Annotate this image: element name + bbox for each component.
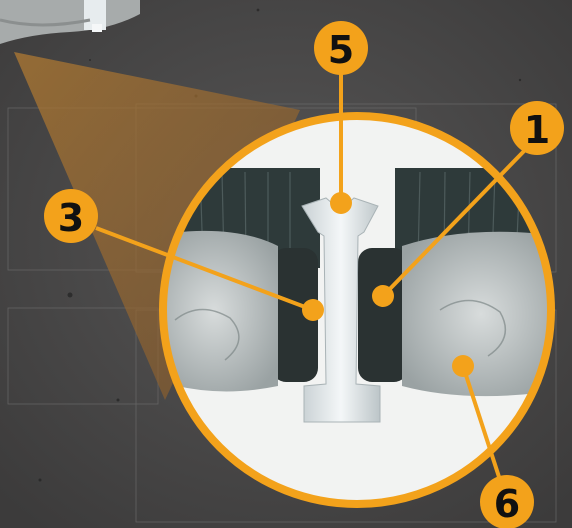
callout-6: 6: [480, 475, 534, 528]
callout-number: 6: [494, 482, 520, 526]
callout-1: 1: [510, 101, 564, 155]
rubber-core-right: [358, 248, 408, 382]
dot-5: [330, 192, 352, 214]
callout-5: 5: [314, 21, 368, 75]
dot-6: [452, 355, 474, 377]
dot-1: [372, 285, 394, 307]
callout-number: 3: [58, 196, 84, 240]
callout-3: 3: [44, 189, 98, 243]
callout-number: 1: [524, 108, 550, 152]
dot-3: [302, 299, 324, 321]
callout-number: 5: [328, 28, 354, 72]
foam-pad-right: [402, 232, 560, 396]
